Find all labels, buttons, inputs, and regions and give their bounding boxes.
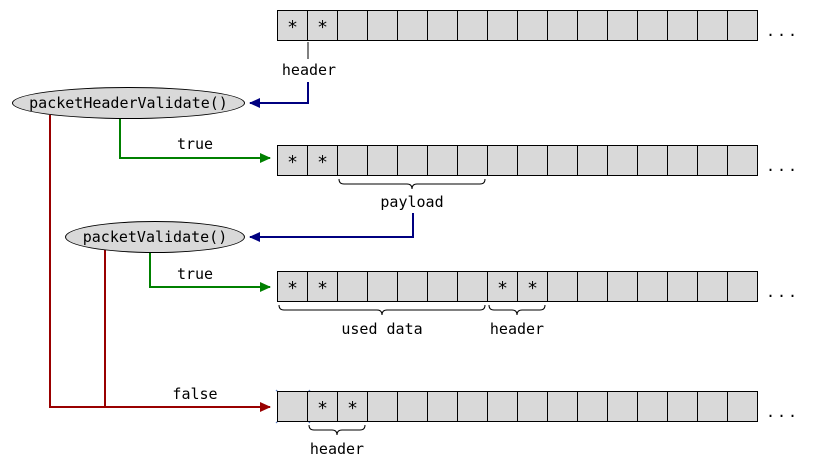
byte-cell — [487, 10, 518, 41]
byte-cell — [697, 391, 728, 422]
byte-cell — [367, 145, 398, 176]
byte-cell: * — [307, 145, 338, 176]
byte-array-2: ** — [277, 145, 758, 176]
byte-cell: * — [307, 10, 338, 41]
byte-cell — [607, 145, 638, 176]
array-continuation-4: ... — [766, 403, 800, 421]
byte-cell — [457, 145, 488, 176]
byte-cell: * — [277, 271, 308, 302]
byte-cell — [397, 10, 428, 41]
byte-cell — [337, 10, 368, 41]
payload-label: payload — [380, 193, 444, 211]
byte-cell — [367, 391, 398, 422]
byte-cell — [697, 145, 728, 176]
byte-array-3: **** — [277, 271, 758, 302]
used-data-brace — [278, 304, 486, 316]
byte-cell — [427, 10, 458, 41]
header-brace-row3 — [488, 304, 546, 316]
byte-cell — [577, 10, 608, 41]
payload-brace — [338, 178, 486, 190]
byte-cell — [517, 10, 548, 41]
node-packet-header-validate: packetHeaderValidate() — [12, 87, 245, 119]
false-edge-label: false — [172, 385, 218, 403]
byte-cell — [457, 391, 488, 422]
array-continuation-3: ... — [766, 283, 800, 301]
payload-to-validate-arrow — [249, 213, 414, 242]
byte-cell — [337, 145, 368, 176]
byte-cell — [727, 271, 758, 302]
byte-cell — [727, 391, 758, 422]
byte-cell — [697, 271, 728, 302]
byte-cell: * — [307, 391, 338, 422]
byte-cell — [427, 145, 458, 176]
byte-cell: * — [307, 271, 338, 302]
node-packet-validate: packetValidate() — [65, 221, 245, 253]
byte-cell — [727, 145, 758, 176]
byte-cell — [547, 391, 578, 422]
byte-cell — [637, 271, 668, 302]
byte-cell — [427, 391, 458, 422]
node-label: packetHeaderValidate() — [29, 94, 228, 112]
byte-cell — [367, 271, 398, 302]
byte-cell — [427, 271, 458, 302]
byte-cell — [607, 391, 638, 422]
header-label-row1: header — [281, 61, 337, 79]
byte-cell — [667, 391, 698, 422]
byte-cell — [637, 145, 668, 176]
byte-cell — [667, 145, 698, 176]
byte-cell — [607, 10, 638, 41]
byte-array-1: ** — [277, 10, 758, 41]
header-label-row4: header — [309, 440, 365, 458]
byte-cell — [487, 145, 518, 176]
byte-cell — [547, 271, 578, 302]
used-data-label: used data — [341, 320, 423, 338]
byte-array-4: ** — [277, 391, 758, 422]
byte-cell — [667, 271, 698, 302]
header-label-row3: header — [489, 320, 545, 338]
byte-cell — [637, 10, 668, 41]
true-arrow-1 — [119, 119, 271, 163]
byte-cell: * — [487, 271, 518, 302]
byte-cell — [667, 10, 698, 41]
header-to-validate-arrow — [249, 82, 309, 108]
byte-cell: * — [277, 10, 308, 41]
byte-cell — [727, 10, 758, 41]
byte-cell — [397, 271, 428, 302]
byte-cell — [367, 10, 398, 41]
header-brace-row4 — [308, 424, 366, 436]
array-continuation-2: ... — [766, 157, 800, 175]
byte-cell — [577, 145, 608, 176]
byte-cell — [277, 391, 308, 422]
byte-cell — [337, 271, 368, 302]
byte-cell — [397, 145, 428, 176]
byte-cell — [487, 391, 518, 422]
byte-cell — [457, 10, 488, 41]
byte-cell: * — [277, 145, 308, 176]
byte-cell — [397, 391, 428, 422]
true-edge-label-1: true — [176, 135, 214, 153]
byte-cell — [577, 271, 608, 302]
byte-cell: * — [337, 391, 368, 422]
byte-cell: * — [517, 271, 548, 302]
true-arrow-2 — [149, 253, 271, 292]
byte-cell — [637, 391, 668, 422]
node-label: packetValidate() — [82, 228, 228, 246]
byte-cell — [547, 10, 578, 41]
array-continuation-1: ... — [766, 22, 800, 40]
byte-cell — [457, 271, 488, 302]
true-edge-label-2: true — [176, 265, 214, 283]
false-arrow — [49, 115, 271, 412]
byte-cell — [697, 10, 728, 41]
byte-cell — [607, 271, 638, 302]
byte-cell — [577, 391, 608, 422]
byte-cell — [517, 391, 548, 422]
byte-cell — [517, 145, 548, 176]
byte-cell — [547, 145, 578, 176]
